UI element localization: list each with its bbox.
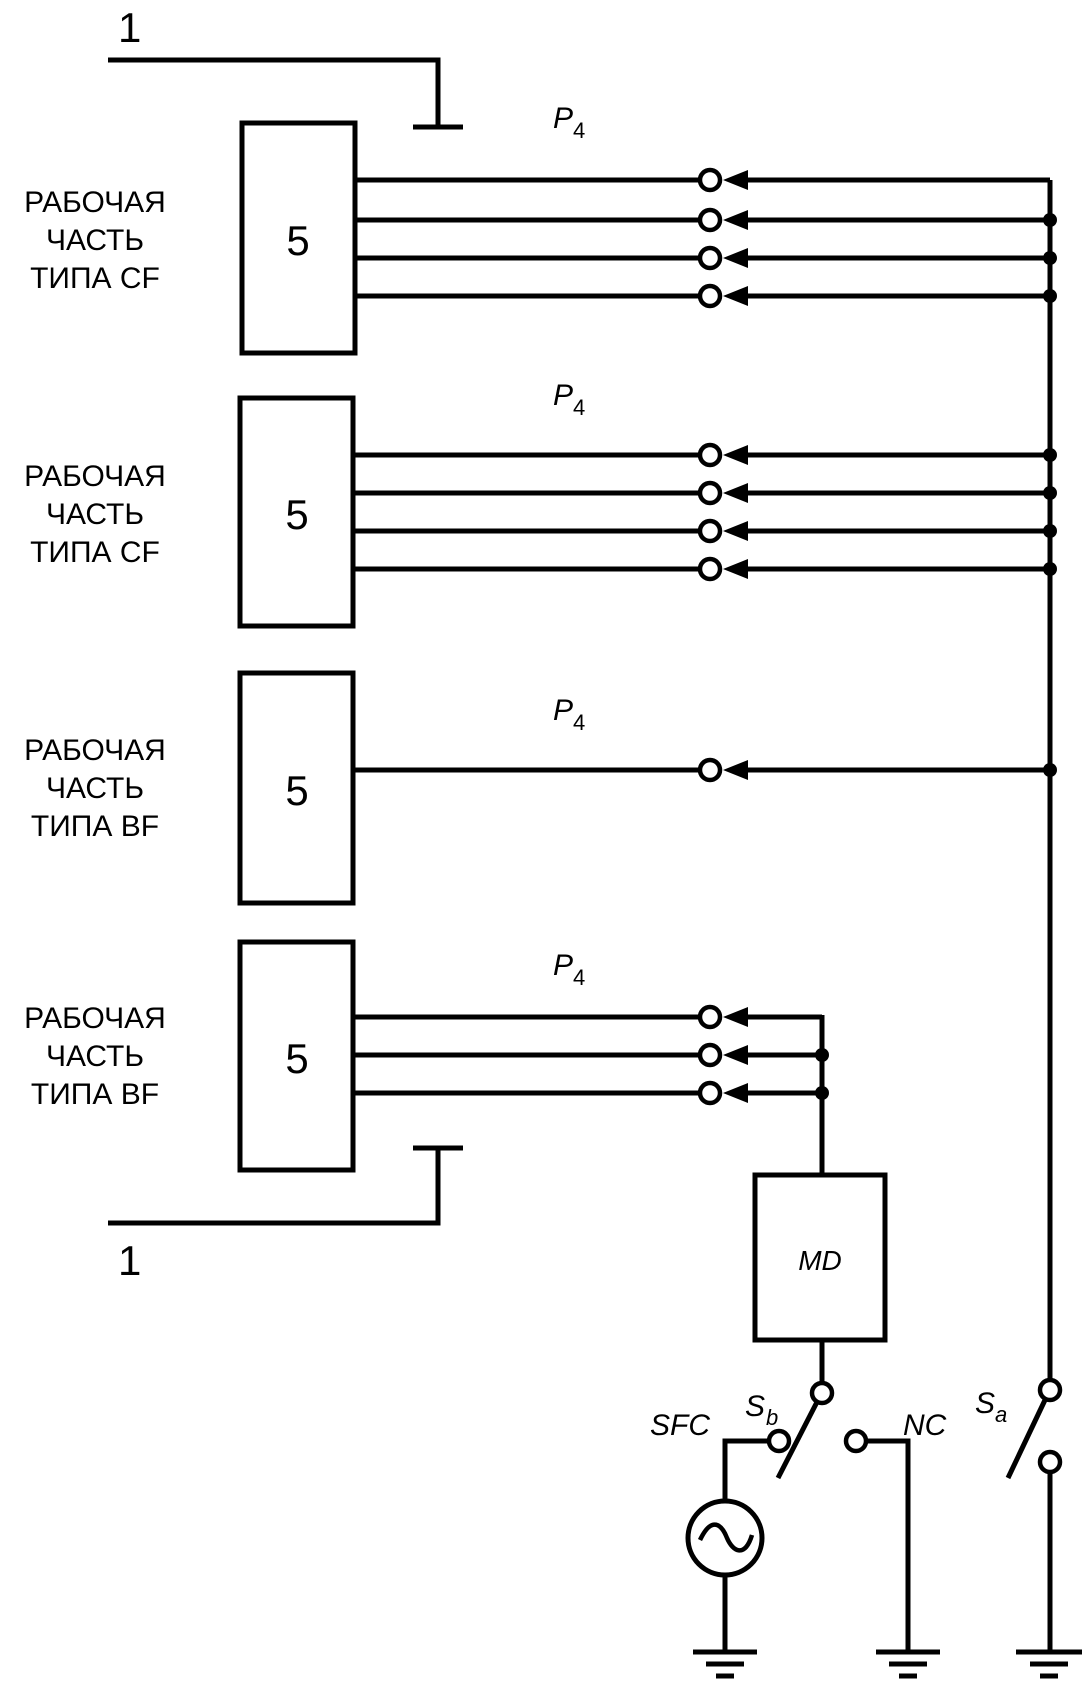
test-terminal xyxy=(697,757,723,783)
part-label-line: ТИПА BF xyxy=(31,810,159,843)
part-label-line: ЧАСТЬ xyxy=(46,772,144,805)
ground-icon xyxy=(1016,1649,1082,1679)
ground-icon xyxy=(693,1649,757,1679)
switch-sa-label: S xyxy=(975,1387,995,1420)
test-terminal xyxy=(697,480,723,506)
block-number: 5 xyxy=(286,217,309,264)
part-label-line: РАБОЧАЯ xyxy=(24,1002,166,1035)
probe-arrow-icon xyxy=(723,445,748,465)
boundary-label-top: 1 xyxy=(118,4,141,51)
probe-arrow-icon xyxy=(723,1007,748,1027)
switch-terminal xyxy=(809,1380,835,1406)
probe-arrow-icon xyxy=(723,483,748,503)
switch-terminal-sfc xyxy=(766,1428,792,1454)
boundary-label-bottom: 1 xyxy=(118,1237,141,1284)
probe-subscript: 4 xyxy=(573,710,585,735)
md-label: MD xyxy=(798,1245,842,1276)
test-terminal xyxy=(697,442,723,468)
part-label-line: ТИПА BF xyxy=(31,1078,159,1111)
part-label-line: ТИПА CF xyxy=(30,262,160,295)
part-label-line: РАБОЧАЯ xyxy=(24,186,166,219)
block-number: 5 xyxy=(285,491,308,538)
probe-arrow-icon xyxy=(723,1083,748,1103)
sfc-branch: SFC xyxy=(650,1409,769,1679)
applied-part-4: РАБОЧАЯ ЧАСТЬ ТИПА BF 5 P 4 xyxy=(24,939,585,1173)
applied-part-3: РАБОЧАЯ ЧАСТЬ ТИПА BF 5 P 4 xyxy=(24,670,585,906)
switch-sb-label: S xyxy=(745,1390,765,1423)
probe-arrow-icon xyxy=(723,286,748,306)
probe-arrow-icon xyxy=(723,1045,748,1065)
test-terminal xyxy=(697,1004,723,1030)
switch-sb-subscript: b xyxy=(766,1405,778,1430)
boundary-line-bottom: 1 xyxy=(108,1145,463,1284)
applied-part-block xyxy=(239,120,358,356)
lead-connections xyxy=(353,167,1057,1106)
part-label-line: ЧАСТЬ xyxy=(46,1040,144,1073)
test-terminal xyxy=(697,556,723,582)
switch-blade xyxy=(1005,1398,1048,1480)
nc-branch: NC xyxy=(866,1409,947,1679)
applied-part-block xyxy=(237,670,356,906)
part-label-line: ЧАСТЬ xyxy=(46,224,144,257)
switch-sa: S a xyxy=(975,1377,1082,1679)
md-box xyxy=(752,1172,888,1343)
block-number: 5 xyxy=(285,767,308,814)
probe-arrow-icon xyxy=(723,559,748,579)
applied-part-1: РАБОЧАЯ ЧАСТЬ ТИПА CF 5 P 4 xyxy=(24,102,585,356)
switch-terminal-nc xyxy=(843,1428,869,1454)
probe-label: P xyxy=(553,949,573,982)
probe-arrow-icon xyxy=(723,210,748,230)
nc-label: NC xyxy=(903,1409,947,1442)
part-label-line: РАБОЧАЯ xyxy=(24,734,166,767)
applied-part-block xyxy=(237,395,356,629)
ground-icon xyxy=(876,1649,940,1679)
test-terminal xyxy=(697,1042,723,1068)
test-terminal xyxy=(697,518,723,544)
probe-label: P xyxy=(553,379,573,412)
probe-subscript: 4 xyxy=(573,395,585,420)
test-terminal xyxy=(697,245,723,271)
test-terminal xyxy=(697,207,723,233)
probe-subscript: 4 xyxy=(573,965,585,990)
part-label-line: РАБОЧАЯ xyxy=(24,460,166,493)
measuring-device: MD xyxy=(752,1090,888,1382)
block-number: 5 xyxy=(285,1035,308,1082)
probe-label: P xyxy=(553,694,573,727)
probe-label: P xyxy=(553,102,573,135)
switch-terminal xyxy=(1037,1377,1063,1403)
boundary-line-top: 1 xyxy=(108,4,463,130)
probe-arrow-icon xyxy=(723,170,748,190)
sfc-label: SFC xyxy=(650,1409,710,1442)
probe-arrow-icon xyxy=(723,521,748,541)
test-terminal xyxy=(697,283,723,309)
test-terminal xyxy=(697,1080,723,1106)
switch-blade xyxy=(775,1400,820,1480)
probe-arrow-icon xyxy=(723,248,748,268)
probe-subscript: 4 xyxy=(573,118,585,143)
test-terminal xyxy=(697,167,723,193)
switch-sa-subscript: a xyxy=(995,1402,1007,1427)
switch-sb: S b xyxy=(745,1380,869,1480)
probe-arrow-icon xyxy=(723,760,748,780)
applied-part-2: РАБОЧАЯ ЧАСТЬ ТИПА CF 5 P 4 xyxy=(24,379,585,629)
part-label-line: ТИПА CF xyxy=(30,536,160,569)
switch-terminal xyxy=(1037,1449,1063,1475)
part-label-line: ЧАСТЬ xyxy=(46,498,144,531)
